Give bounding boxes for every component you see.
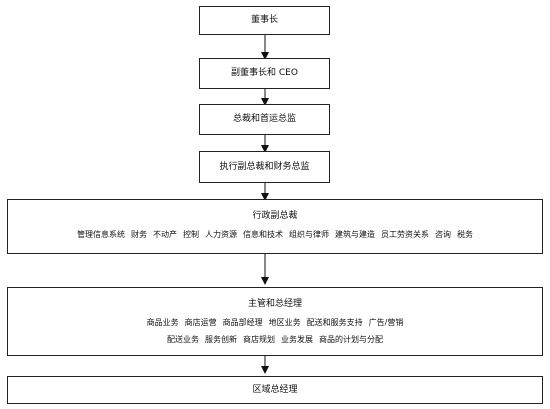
- president-coo-label: 总裁和首运总监: [232, 114, 296, 124]
- gm-item: 广告/营销: [368, 318, 404, 327]
- admin-item: 人力资源: [205, 230, 237, 239]
- vice-chairman-ceo-box: 副董事长和 CEO: [199, 58, 330, 89]
- gm-box: 主管和总经理 商品业务 商店运营 商品部经理 地区业务 配送和服务支持 广告/营…: [7, 287, 543, 356]
- gm-title: 主管和总经理: [247, 299, 302, 309]
- gm-item: 服务创新: [205, 335, 237, 344]
- chairman-label: 董事长: [250, 15, 278, 25]
- gm-item: 配送业务: [167, 335, 199, 344]
- gm-item: 业务发展: [281, 335, 313, 344]
- gm-item: 商店规划: [243, 335, 275, 344]
- admin-item: 建筑与建造: [335, 230, 375, 239]
- admin-vp-title: 行政副总裁: [252, 211, 298, 221]
- regional-gm-box: 区域总经理: [7, 376, 543, 404]
- gm-row-1: 商品业务 商店运营 商品部经理 地区业务 配送和服务支持 广告/营销: [144, 319, 407, 327]
- admin-item: 不动产: [153, 230, 177, 239]
- gm-item: 商品部经理: [222, 318, 263, 327]
- evp-cfo-label: 执行副总裁和财务总监: [219, 161, 310, 172]
- admin-item: 咨询: [435, 230, 451, 239]
- admin-item: 组织与律师: [289, 230, 329, 239]
- gm-item: 商店运营: [184, 318, 217, 327]
- evp-cfo-box: 执行副总裁和财务总监: [199, 151, 330, 183]
- admin-item: 税务: [457, 230, 473, 239]
- gm-item: 商品的计划与分配: [319, 335, 383, 344]
- regional-gm-label: 区域总经理: [252, 384, 298, 395]
- gm-row-2: 配送业务 服务创新 商店规划 业务发展 商品的计划与分配: [164, 336, 386, 344]
- vice-chairman-ceo-label: 副董事长和 CEO: [231, 68, 298, 78]
- chairman-box: 董事长: [199, 6, 330, 35]
- admin-item: 控制: [183, 230, 199, 239]
- gm-item: 商品业务: [146, 318, 179, 327]
- admin-item: 信息和技术: [243, 230, 283, 239]
- admin-item: 财务: [131, 230, 147, 239]
- gm-item: 地区业务: [268, 318, 301, 327]
- president-coo-box: 总裁和首运总监: [199, 104, 330, 135]
- admin-vp-items: 管理信息系统 财务 不动产 控制 人力资源 信息和技术 组织与律师 建筑与建造 …: [74, 231, 476, 239]
- admin-item: 员工劳资关系: [381, 230, 429, 239]
- admin-vp-box: 行政副总裁 管理信息系统 财务 不动产 控制 人力资源 信息和技术 组织与律师 …: [7, 199, 543, 254]
- admin-item: 管理信息系统: [77, 230, 125, 239]
- gm-item: 配送和服务支持: [306, 318, 363, 327]
